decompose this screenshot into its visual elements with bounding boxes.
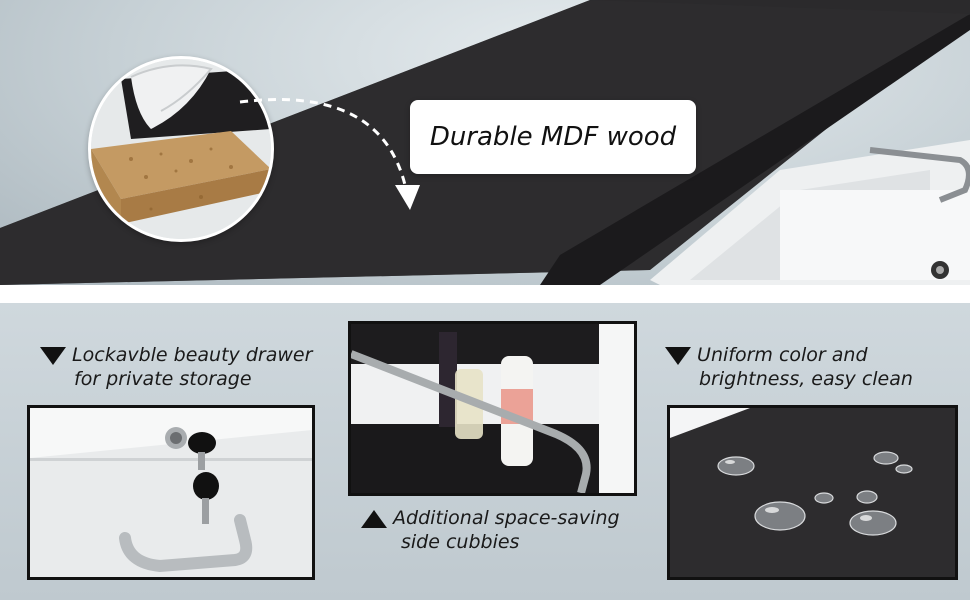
feature-clean-line2: brightness, easy clean bbox=[699, 368, 913, 390]
drawer-image bbox=[650, 140, 970, 285]
feature-drawer-caption: Lockavble beauty drawer for private stor… bbox=[40, 343, 312, 391]
hero-section: Durable MDF wood bbox=[0, 0, 970, 285]
feature-drawer-line2: for private storage bbox=[74, 368, 252, 390]
feature-clean-line1: Uniform color and bbox=[697, 344, 868, 366]
feature-drawer-line1: Lockavble beauty drawer bbox=[72, 344, 313, 366]
triangle-down-icon bbox=[40, 346, 66, 365]
side-cubbies-photo bbox=[348, 321, 637, 496]
water-droplets-photo bbox=[667, 405, 958, 580]
drawer-lock-photo bbox=[27, 405, 315, 580]
triangle-up-icon bbox=[361, 509, 387, 528]
mdf-label-box: Durable MDF wood bbox=[410, 100, 696, 174]
feature-cubbies-line2: side cubbies bbox=[401, 531, 520, 553]
triangle-down-icon bbox=[665, 346, 691, 365]
section-divider bbox=[0, 285, 970, 303]
mdf-label-text: Durable MDF wood bbox=[429, 122, 677, 152]
curved-arrow-icon bbox=[239, 98, 420, 210]
feature-cubbies-caption: Additional space-saving side cubbies bbox=[361, 506, 620, 554]
feature-clean-caption: Uniform color and brightness, easy clean bbox=[665, 343, 913, 391]
mdf-closeup-image bbox=[88, 56, 274, 242]
feature-cubbies-line1: Additional space-saving bbox=[393, 507, 620, 529]
